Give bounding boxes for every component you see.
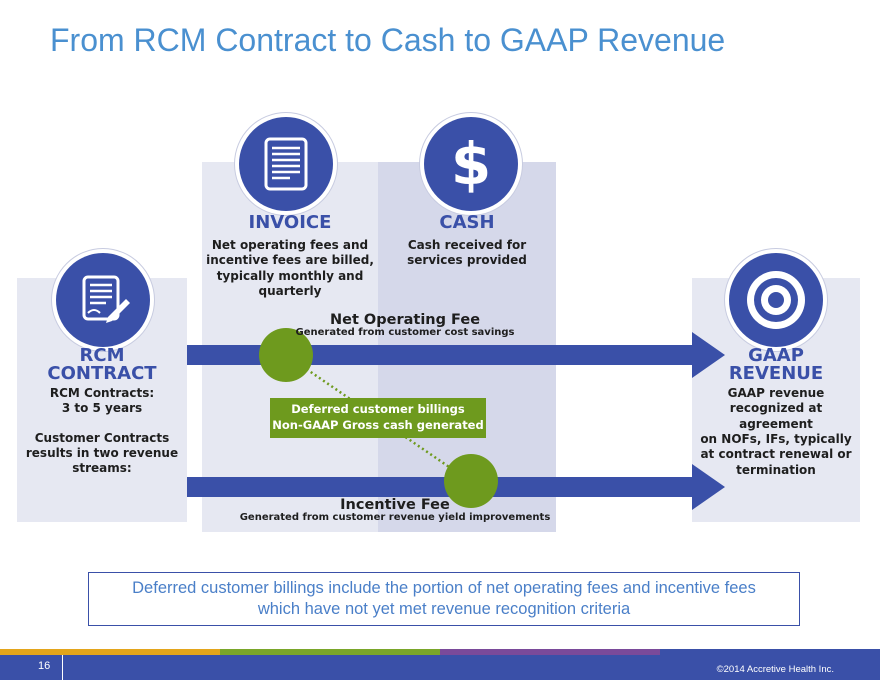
note-line-2: which have not yet met revenue recogniti… bbox=[257, 600, 631, 619]
contract-line-3: Customer Contracts bbox=[34, 430, 170, 445]
revenue-line-5: termination bbox=[736, 462, 816, 477]
incentive-fee-label: Incentive Fee bbox=[340, 497, 450, 513]
contract-circle bbox=[56, 253, 150, 347]
revenue-heading: GAAP REVENUE bbox=[692, 347, 860, 383]
invoice-line-4: quarterly bbox=[258, 284, 322, 299]
footer-stripe-blue bbox=[660, 649, 880, 655]
contract-description: RCM Contracts: 3 to 5 years Customer Con… bbox=[17, 386, 187, 477]
cash-line-2: services provided bbox=[407, 253, 527, 268]
deferred-billings-box: Deferred customer billings Non-GAAP Gros… bbox=[270, 398, 486, 438]
page-number: 16 bbox=[38, 660, 51, 672]
contract-line-5: streams: bbox=[72, 461, 132, 476]
revenue-heading-line-1: GAAP bbox=[748, 345, 804, 366]
cash-description: Cash received for services provided bbox=[378, 238, 556, 269]
footer-stripe-green bbox=[220, 649, 440, 655]
revenue-line-3: on NOFs, IFs, typically bbox=[700, 432, 852, 447]
target-icon bbox=[747, 271, 805, 329]
net-operating-fee-label-group: Net Operating Fee Generated from custome… bbox=[270, 312, 540, 338]
revenue-circle bbox=[729, 253, 823, 347]
footer-divider bbox=[62, 655, 63, 680]
invoice-line-3: typically monthly and bbox=[216, 268, 364, 283]
contract-heading-line-2: CONTRACT bbox=[47, 363, 157, 384]
copyright-notice: ©2014 Accretive Health Inc. bbox=[716, 664, 834, 675]
contract-line-1: RCM Contracts: bbox=[49, 386, 155, 400]
footer-stripe-purple bbox=[440, 649, 660, 655]
incentive-fee-sublabel: Generated from customer revenue yield im… bbox=[239, 512, 551, 523]
revenue-description: GAAP revenue recognized at agreement on … bbox=[692, 386, 860, 478]
deferred-line-2: Non-GAAP Gross cash generated bbox=[272, 417, 484, 432]
incentive-fee-billing-dot bbox=[444, 454, 498, 508]
contract-line-4: results in two revenue bbox=[25, 446, 179, 461]
slide-title: From RCM Contract to Cash to GAAP Revenu… bbox=[50, 22, 726, 58]
note-line-1: Deferred customer billings include the p… bbox=[132, 579, 756, 597]
invoice-line-2: incentive fees are billed, bbox=[206, 253, 374, 268]
revenue-line-1: GAAP revenue bbox=[727, 386, 825, 400]
deferred-billings-note: Deferred customer billings include the p… bbox=[88, 572, 800, 626]
deferred-line-1: Deferred customer billings bbox=[291, 402, 465, 416]
net-operating-fee-arrow bbox=[187, 332, 725, 378]
revenue-heading-line-2: REVENUE bbox=[728, 363, 824, 384]
revenue-line-2: recognized at agreement bbox=[729, 401, 823, 431]
invoice-heading: INVOICE bbox=[248, 212, 332, 233]
contract-line-2: 3 to 5 years bbox=[61, 401, 143, 416]
cash-heading: CASH bbox=[439, 212, 495, 233]
deferred-connector-line bbox=[286, 355, 472, 484]
cash-line-1: Cash received for bbox=[407, 238, 527, 252]
footer-stripe-gold bbox=[0, 649, 220, 655]
invoice-line-1: Net operating fees and bbox=[211, 238, 369, 252]
incentive-fee-label-group: Incentive Fee Generated from customer re… bbox=[230, 497, 560, 523]
net-operating-fee-sublabel: Generated from customer cost savings bbox=[295, 327, 515, 338]
invoice-document-icon bbox=[264, 137, 308, 191]
footer-bar bbox=[0, 655, 880, 680]
net-operating-fee-billing-dot bbox=[259, 328, 313, 382]
invoice-description: Net operating fees and incentive fees ar… bbox=[202, 238, 378, 299]
cash-circle: $ bbox=[424, 117, 518, 211]
contract-signing-icon bbox=[82, 275, 130, 323]
dollar-sign-icon: $ bbox=[450, 130, 492, 198]
contract-heading-line-1: RCM bbox=[79, 345, 125, 366]
invoice-circle bbox=[239, 117, 333, 211]
revenue-line-4: at contract renewal or bbox=[700, 447, 852, 462]
net-operating-fee-label: Net Operating Fee bbox=[329, 312, 481, 328]
contract-heading: RCM CONTRACT bbox=[17, 347, 187, 383]
